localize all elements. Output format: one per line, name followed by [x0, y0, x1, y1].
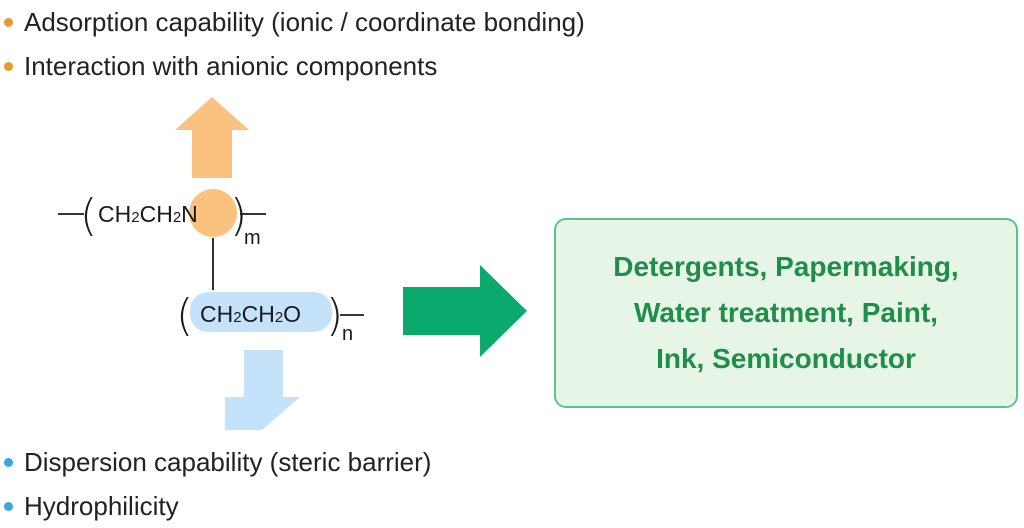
property-item-hydrophilicity: Hydrophilicity: [0, 484, 431, 528]
nitrogen-highlight: [189, 189, 237, 237]
ch2-group: CH: [242, 301, 275, 327]
property-list-adsorption: Adsorption capability (ionic / coordinat…: [0, 0, 585, 88]
close-paren: ): [230, 190, 247, 241]
close-paren: ): [326, 290, 343, 341]
applications-line: Water treatment, Paint,: [634, 297, 938, 328]
ch2-group: CH: [200, 301, 233, 327]
side-chain-highlight: [190, 292, 332, 332]
applications-box: Detergents, Papermaking, Water treatment…: [554, 218, 1018, 408]
property-item-interaction: Interaction with anionic components: [0, 44, 585, 88]
backbone-formula: CH2CH2N: [98, 201, 198, 227]
applications-line: Ink, Semiconductor: [656, 343, 916, 374]
subscript: 2: [233, 309, 241, 326]
nitrogen-atom: N: [181, 201, 198, 227]
property-label: Hydrophilicity: [24, 491, 179, 521]
ch2-group: CH: [98, 201, 131, 227]
property-item-dispersion: Dispersion capability (steric barrier): [0, 440, 431, 484]
side-chain-formula: CH2CH2O: [200, 301, 301, 327]
orange-bullet-icon: [4, 62, 13, 71]
subscript: 2: [173, 209, 181, 226]
open-paren: (: [80, 190, 97, 241]
property-item-adsorption: Adsorption capability (ionic / coordinat…: [0, 0, 585, 44]
subscript: 2: [275, 309, 283, 326]
repeat-index-m: m: [244, 227, 261, 249]
property-label: Adsorption capability (ionic / coordinat…: [24, 7, 585, 37]
right-arrow-icon: [403, 265, 527, 357]
blue-bullet-icon: [4, 458, 13, 467]
blue-bullet-icon: [4, 502, 13, 511]
property-label: Dispersion capability (steric barrier): [24, 447, 432, 477]
up-arrow-icon: [175, 97, 249, 178]
ch2-group: CH: [140, 201, 173, 227]
down-arrow-icon: [225, 350, 300, 430]
repeat-index-n: n: [342, 323, 353, 345]
oxygen-atom: O: [283, 301, 301, 327]
orange-bullet-icon: [4, 18, 13, 27]
property-list-dispersion: Dispersion capability (steric barrier) H…: [0, 440, 431, 528]
open-paren: (: [176, 290, 193, 341]
property-label: Interaction with anionic components: [24, 51, 438, 81]
subscript: 2: [131, 209, 139, 226]
applications-line: Detergents, Papermaking,: [613, 251, 959, 282]
